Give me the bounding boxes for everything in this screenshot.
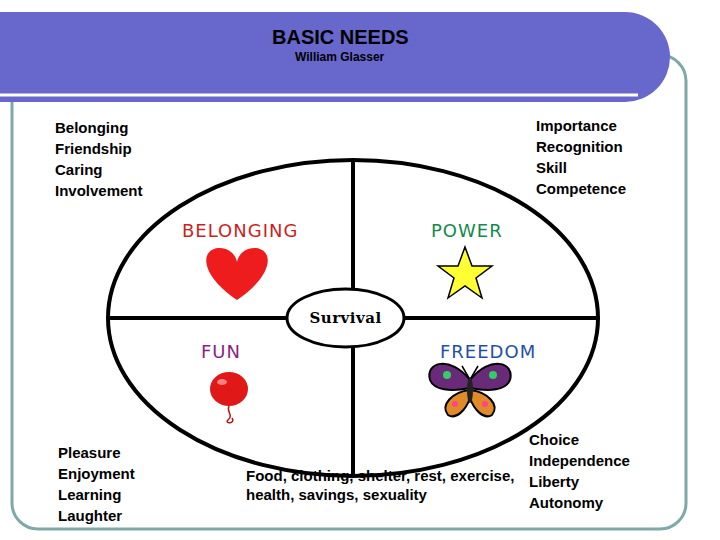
heart-icon (206, 248, 268, 300)
author-name: William Glasser (295, 50, 384, 64)
need-keyword: Involvement (55, 182, 143, 200)
need-keyword: Autonomy (529, 494, 603, 512)
survival-circle: Survival (285, 287, 406, 349)
need-keyword: Recognition (536, 138, 623, 156)
need-keyword: Belonging (55, 119, 128, 137)
need-keyword: Independence (529, 452, 630, 470)
quadrant-name: FUN (201, 341, 241, 362)
need-keyword: Friendship (55, 140, 132, 158)
need-keyword: Choice (529, 431, 579, 449)
quadrant-name: BELONGING (182, 220, 298, 241)
need-keyword: Caring (55, 161, 103, 179)
star-icon (438, 247, 492, 298)
survival-needs: Food, clothing, shelter, rest, exercise,… (246, 466, 518, 504)
need-keyword: Importance (536, 117, 617, 135)
balloon-icon (210, 372, 248, 423)
quadrant-name: POWER (431, 220, 503, 241)
quadrant-name: FREEDOM (440, 341, 536, 362)
header-rule (0, 94, 638, 97)
need-keyword: Enjoyment (58, 465, 135, 483)
slide-title: BASIC NEEDS (272, 26, 409, 49)
need-keyword: Learning (58, 486, 121, 504)
need-keyword: Skill (536, 159, 567, 177)
needs-wheel (108, 160, 598, 476)
slide-frame (12, 55, 686, 529)
header-bar (0, 12, 670, 102)
butterfly-icon (429, 364, 510, 417)
need-keyword: Liberty (529, 473, 579, 491)
node-text: Survival (309, 309, 381, 327)
need-keyword: Pleasure (58, 444, 121, 462)
need-keyword: Competence (536, 180, 626, 198)
need-keyword: Laughter (58, 507, 122, 525)
